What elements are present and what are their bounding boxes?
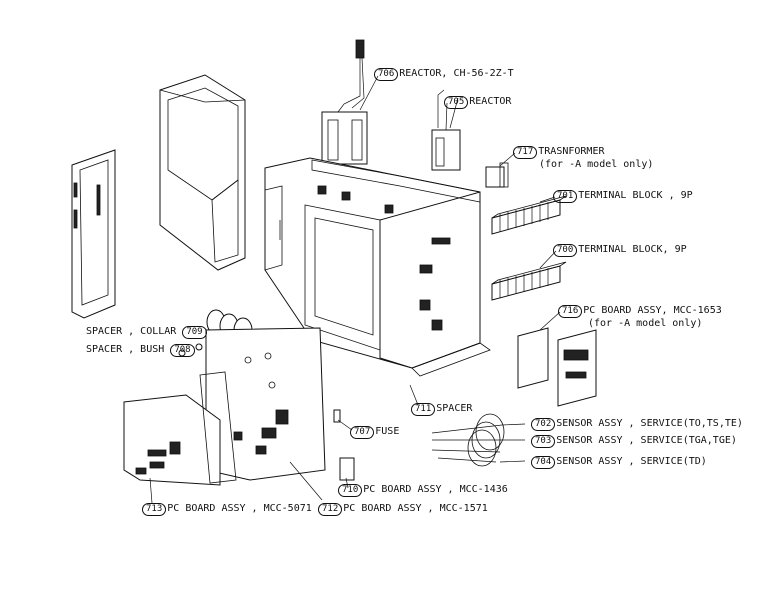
pc-board-710 — [339, 457, 355, 481]
leader-lines — [149, 75, 561, 504]
pc-board-716 — [517, 327, 597, 407]
pc-board-712 — [205, 327, 326, 481]
callout-713-text: PC BOARD ASSY , MCC-5071 — [167, 503, 312, 514]
main-box-chassis — [264, 157, 491, 377]
terminal-block-701 — [491, 195, 567, 235]
duct-cover — [159, 74, 246, 271]
reactor-705 — [431, 89, 461, 171]
terminal-block-700 — [491, 261, 567, 301]
callout-710-text: PC BOARD ASSY , MCC-1436 — [363, 484, 508, 495]
callout-709-text: SPACER , COLLAR — [86, 326, 177, 337]
callout-708-text: SPACER , BUSH — [86, 344, 165, 355]
callout-717-note: (for -A model only) — [539, 159, 654, 170]
part-number-703: 703 — [531, 435, 556, 448]
part-number-712: 712 — [318, 503, 343, 516]
callout-706-text: REACTOR, CH-56-2Z-T — [399, 68, 514, 79]
part-number-706: 706 — [374, 68, 399, 81]
sensor-assemblies — [431, 413, 526, 467]
callout-700-text: TERMINAL BLOCK, 9P — [578, 244, 687, 255]
part-number-708: 708 — [170, 344, 195, 357]
part-number-707: 707 — [350, 426, 375, 439]
side-plate — [71, 149, 116, 319]
part-number-716: 716 — [558, 305, 583, 318]
callout-709: SPACER , COLLAR 709 — [86, 326, 208, 339]
part-number-710: 710 — [338, 484, 363, 497]
part-number-701: 701 — [553, 190, 578, 203]
part-number-705: 705 — [444, 96, 469, 109]
callout-702-text: SENSOR ASSY , SERVICE(TO,TS,TE) — [556, 418, 743, 429]
spacer-collar-bush — [178, 343, 203, 357]
callout-708: SPACER , BUSH 708 — [86, 344, 196, 357]
callout-707-text: FUSE — [375, 426, 400, 437]
callout-701-text: TERMINAL BLOCK , 9P — [578, 190, 693, 201]
callout-705-text: REACTOR — [469, 96, 512, 107]
part-number-702: 702 — [531, 418, 556, 431]
part-number-717: 717 — [513, 146, 538, 159]
callout-703-text: SENSOR ASSY , SERVICE(TGA,TGE) — [556, 435, 737, 446]
part-number-704: 704 — [531, 456, 556, 469]
callout-712-text: PC BOARD ASSY , MCC-1571 — [343, 503, 488, 514]
callout-711-text: SPACER — [436, 403, 473, 414]
part-number-700: 700 — [553, 244, 578, 257]
reactor-706 — [321, 39, 368, 165]
part-number-709: 709 — [182, 326, 207, 339]
pc-board-713 — [123, 371, 237, 486]
callout-716-note: (for -A model only) — [588, 318, 703, 329]
transformer-717 — [485, 162, 509, 188]
part-number-713: 713 — [142, 503, 167, 516]
fuse-707 — [333, 409, 341, 423]
callout-717-text: TRASNFORMER — [538, 146, 605, 157]
callout-716-text: PC BOARD ASSY, MCC-1653 — [583, 305, 722, 316]
part-number-711: 711 — [411, 403, 436, 416]
callout-704-text: SENSOR ASSY , SERVICE(TD) — [556, 456, 707, 467]
